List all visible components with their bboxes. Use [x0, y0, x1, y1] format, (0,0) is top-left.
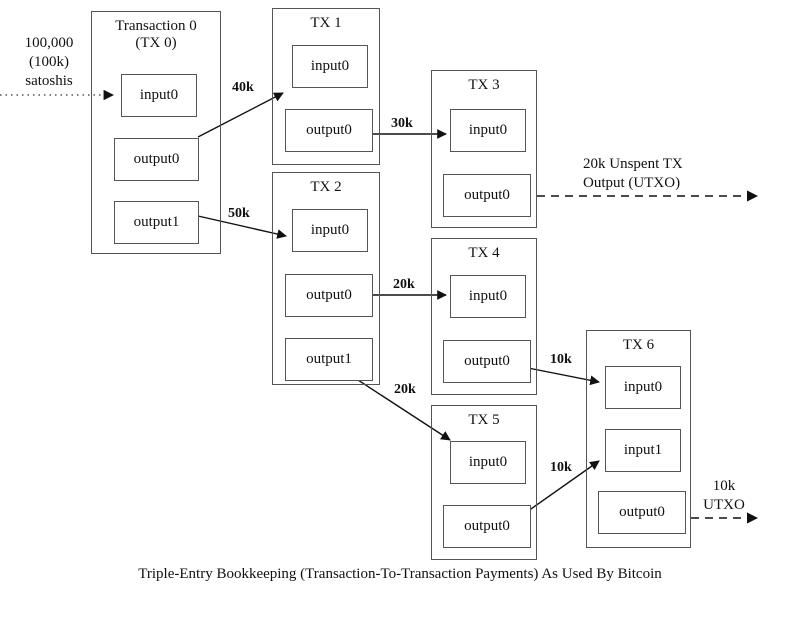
transaction-box-tx1[interactable]: TX 1 input0 output0: [272, 8, 380, 165]
slot-tx4-output0[interactable]: output0: [443, 340, 531, 383]
transaction-box-tx0[interactable]: Transaction 0 (TX 0) input0 output0 outp…: [91, 11, 221, 254]
transaction-title-tx4: TX 4: [468, 245, 500, 261]
slot-tx6-output0[interactable]: output0: [598, 491, 686, 534]
slot-tx3-output0[interactable]: output0: [443, 174, 531, 217]
transaction-box-tx3[interactable]: TX 3 input0 output0: [431, 70, 537, 228]
slot-tx1-output0[interactable]: output0: [285, 109, 373, 152]
slot-tx2-output1[interactable]: output1: [285, 338, 373, 381]
transaction-title-tx3: TX 3: [468, 77, 500, 93]
flow-label-20k-tx4: 20k: [393, 277, 415, 292]
slot-tx3-input0[interactable]: input0: [450, 109, 526, 152]
transaction-box-tx6[interactable]: TX 6 input0 input1 output0: [586, 330, 691, 548]
transaction-title-tx2: TX 2: [310, 179, 342, 195]
slot-tx1-input0[interactable]: input0: [292, 45, 368, 88]
transaction-box-tx4[interactable]: TX 4 input0 output0: [431, 238, 537, 395]
transaction-title-tx6: TX 6: [622, 337, 655, 353]
slot-tx4-input0[interactable]: input0: [450, 275, 526, 318]
note-utxo-20k: 20k Unspent TX Output (UTXO): [583, 156, 683, 191]
slot-tx0-output0[interactable]: output0: [114, 138, 199, 181]
transaction-title-tx1: TX 1: [310, 15, 342, 31]
note-utxo-10k: 10k UTXO: [703, 478, 745, 513]
transaction-title-tx5: TX 5: [468, 412, 500, 428]
flow-label-40k: 40k: [232, 80, 254, 95]
flow-label-30k: 30k: [391, 116, 413, 131]
transaction-title-tx0: Transaction 0 (TX 0): [115, 18, 197, 51]
slot-tx0-output1[interactable]: output1: [114, 201, 199, 244]
flow-label-10k-tx6-input0: 10k: [550, 352, 572, 367]
slot-tx2-input0[interactable]: input0: [292, 209, 368, 252]
flow-label-20k-tx5: 20k: [394, 382, 416, 397]
note-source-satoshis: 100,000 (100k) satoshis: [24, 35, 74, 89]
flow-label-10k-tx6-input1: 10k: [550, 460, 572, 475]
slot-tx2-output0[interactable]: output0: [285, 274, 373, 317]
diagram-caption: Triple-Entry Bookkeeping (Transaction-To…: [138, 566, 662, 582]
transaction-box-tx2[interactable]: TX 2 input0 output0 output1: [272, 172, 380, 385]
transaction-box-tx5[interactable]: TX 5 input0 output0: [431, 405, 537, 560]
slot-tx5-input0[interactable]: input0: [450, 441, 526, 484]
slot-tx5-output0[interactable]: output0: [443, 505, 531, 548]
slot-tx6-input0[interactable]: input0: [605, 366, 681, 409]
slot-tx6-input1[interactable]: input1: [605, 429, 681, 472]
flow-label-50k: 50k: [228, 206, 250, 221]
slot-tx0-input0[interactable]: input0: [121, 74, 197, 117]
